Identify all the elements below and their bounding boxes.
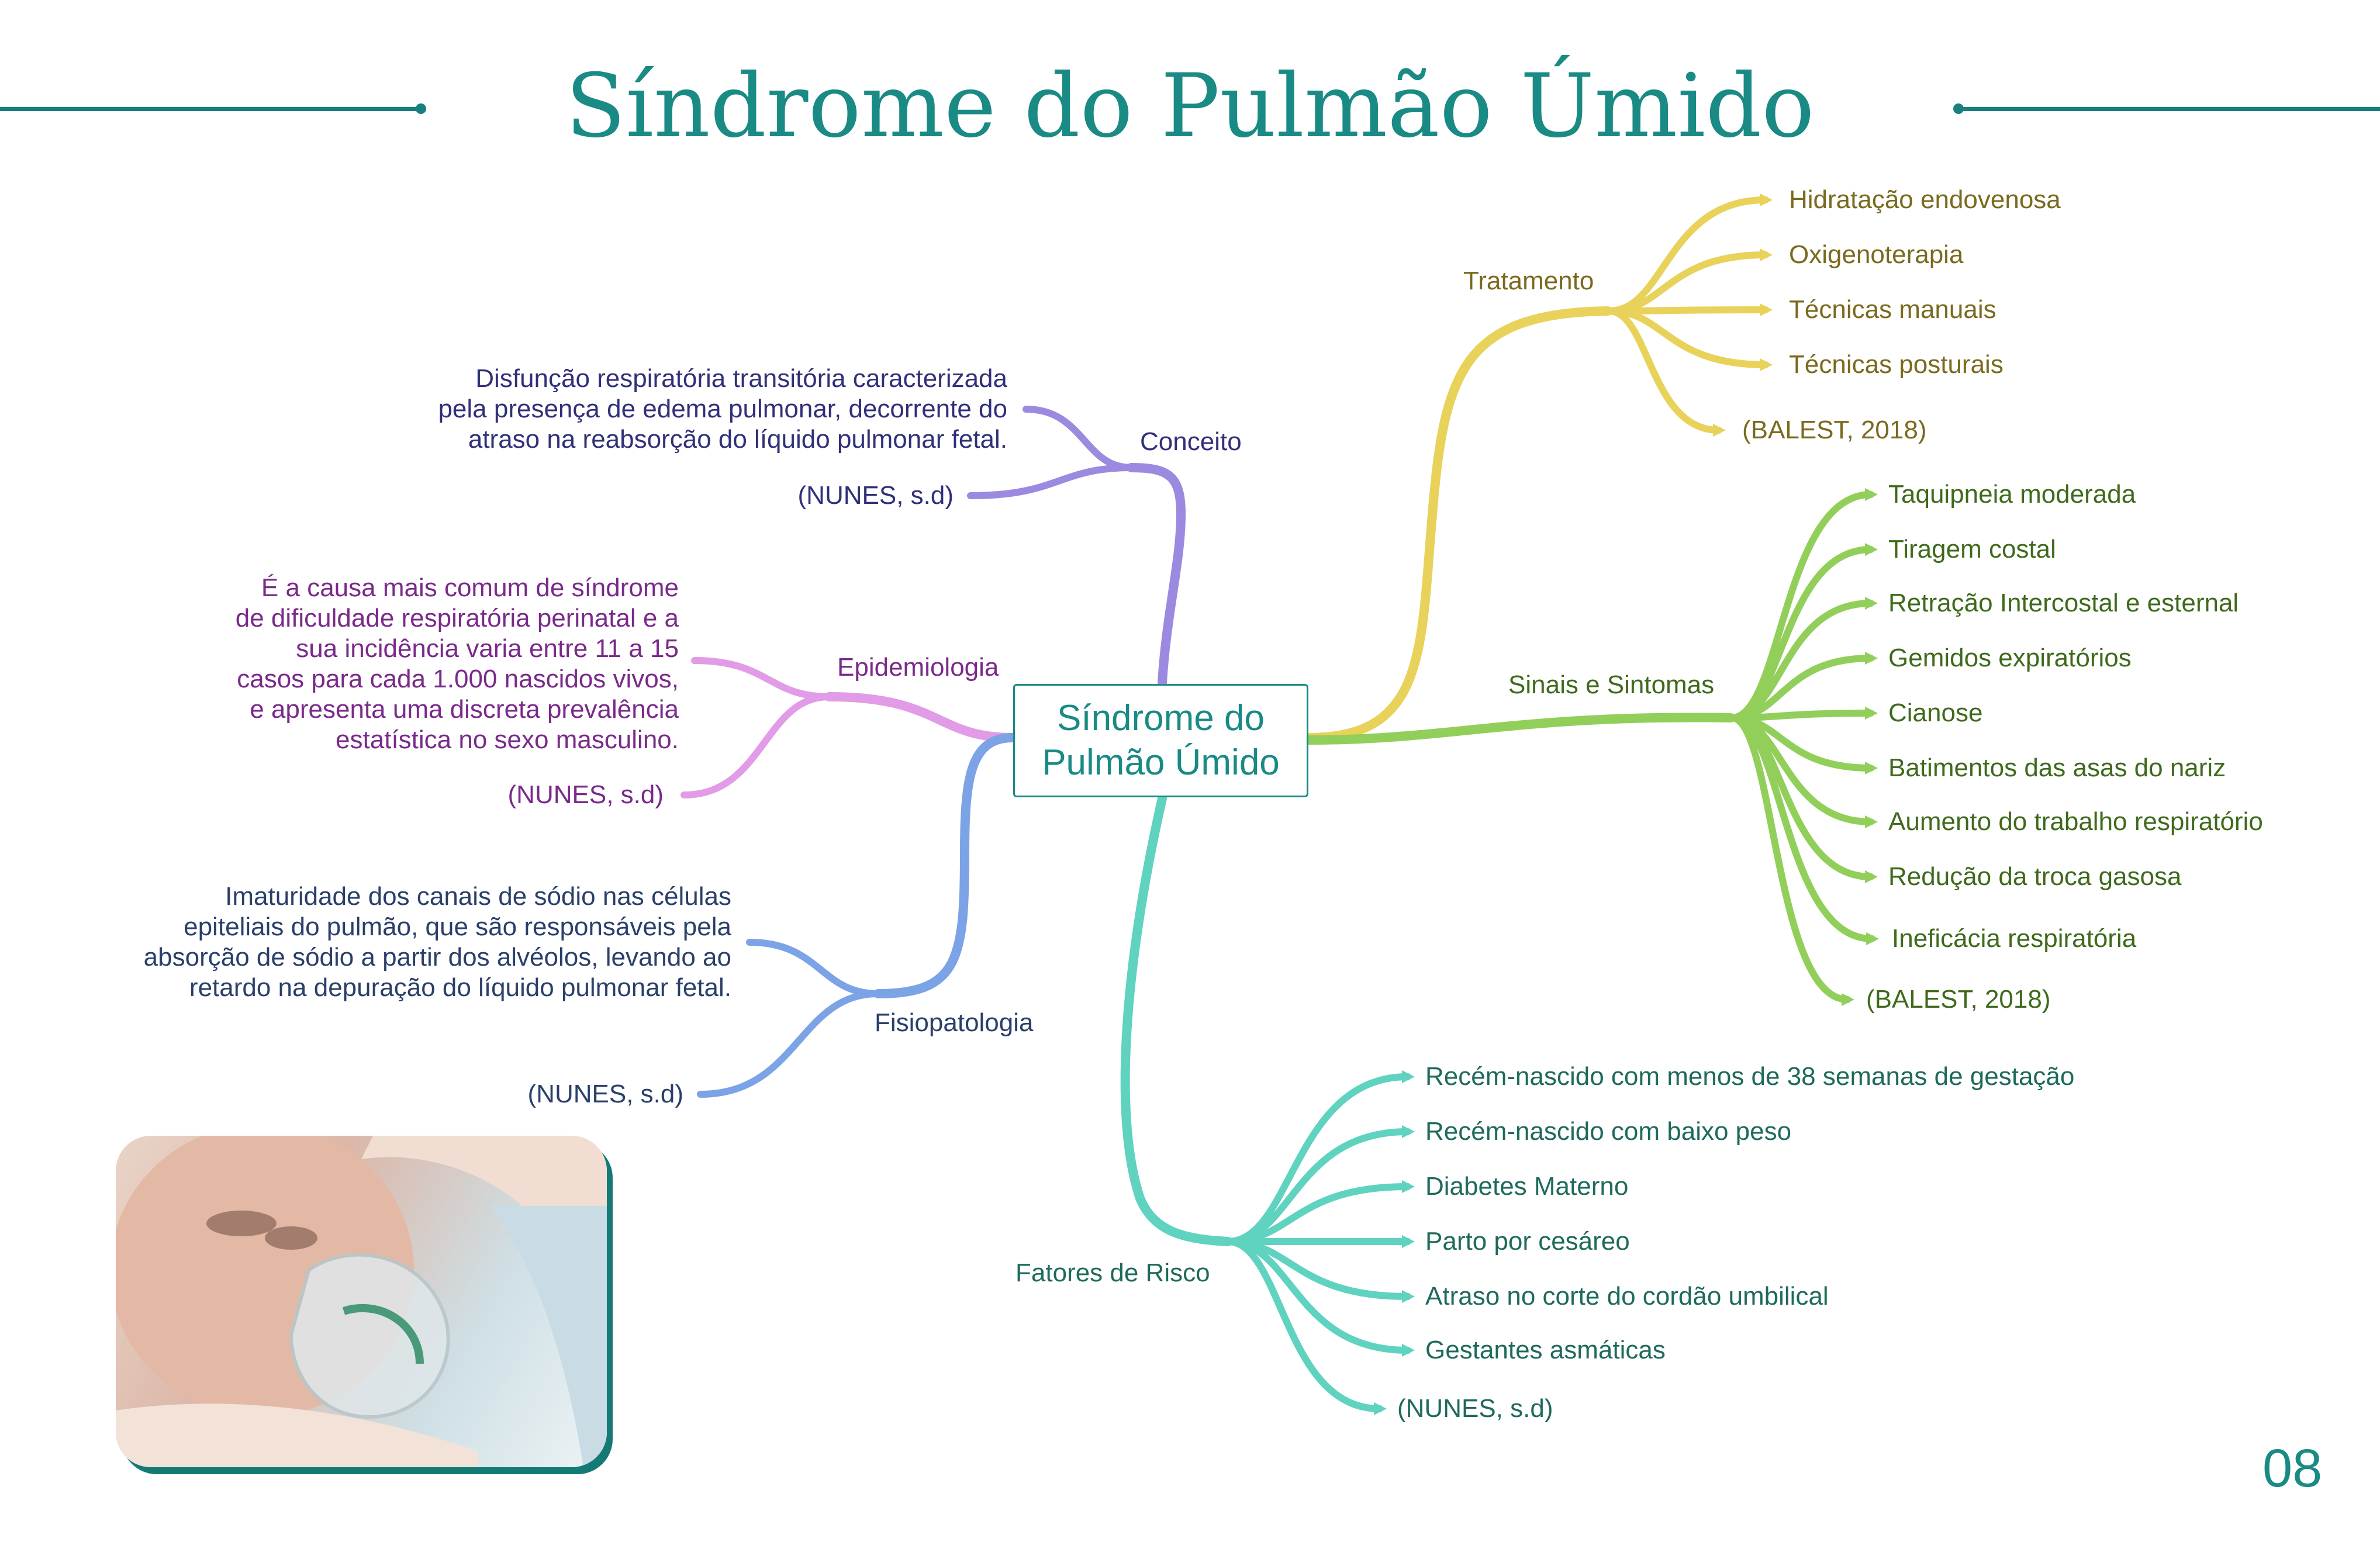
tratamento-item-arrow — [1760, 193, 1773, 206]
sinais-reference: (BALEST, 2018) — [1866, 985, 2051, 1014]
fatores-item-arrow — [1402, 1125, 1415, 1138]
page-number: 08 — [2262, 1439, 2323, 1498]
branch-label-epidemiologia[interactable]: Epidemiologia — [837, 653, 999, 682]
sinais-item-link — [1728, 714, 1851, 1003]
sinais-item-arrow — [1865, 815, 1878, 828]
fatores-item-arrow — [1402, 1235, 1415, 1248]
sinais-item-arrow — [1866, 932, 1879, 945]
sinais-item[interactable]: Taquipneia moderada — [1888, 480, 2136, 509]
tratamento-item-arrow — [1760, 303, 1773, 316]
sinais-branch — [1305, 713, 1735, 745]
sinais-item[interactable]: Redução da troca gasosa — [1888, 862, 2182, 891]
sinais-item[interactable]: Tiragem costal — [1888, 535, 2056, 563]
tratamento-item[interactable]: Hidratação endovenosa — [1789, 185, 2061, 214]
conceito-branch — [1127, 463, 1186, 687]
conceito-text: Disfunção respiratória transitória carac… — [438, 364, 1007, 454]
fatores-item-arrow — [1402, 1344, 1415, 1357]
fatores-item[interactable]: Parto por cesáreo — [1425, 1227, 1630, 1256]
tratamento-item-arrow — [1760, 248, 1773, 261]
title-rule-right — [1953, 103, 2380, 114]
fatores-reference: (NUNES, s.d) — [1397, 1394, 1553, 1423]
fatores-item-link — [1224, 1238, 1411, 1354]
sinais-item-arrow — [1842, 993, 1854, 1006]
tratamento-item[interactable]: Técnicas manuais — [1789, 295, 1996, 324]
fatores-item-arrow — [1402, 1070, 1415, 1083]
conceito-item-link — [967, 464, 1135, 499]
newborn-oxygen-mask-photo — [116, 1136, 607, 1467]
central-topic-label: Síndrome do Pulmão Úmido — [1042, 698, 1280, 783]
branch-label-sinais[interactable]: Sinais e Sintomas — [1508, 670, 1715, 699]
title-rule-left — [0, 103, 426, 114]
tratamento-branch — [1305, 306, 1612, 742]
sinais-item-arrow — [1865, 597, 1878, 610]
epidemiologia-text: É a causa mais comum de síndrome de difi… — [235, 573, 679, 754]
sinais-item-arrow — [1865, 762, 1878, 775]
central-topic[interactable]: Síndrome do Pulmão Úmido — [1013, 684, 1308, 797]
fisiopatologia-text: Imaturidade dos canais de sódio nas célu… — [143, 882, 731, 1002]
fisiopatologia-branch — [873, 733, 1017, 998]
branch-label-fatores[interactable]: Fatores de Risco — [1015, 1259, 1210, 1287]
epidemiologia-reference: (NUNES, s.d) — [507, 780, 664, 809]
fatores-item[interactable]: Recém-nascido com menos de 38 semanas de… — [1425, 1062, 2075, 1091]
sinais-item-arrow — [1865, 488, 1878, 501]
sinais-item-arrow — [1865, 870, 1878, 883]
epidemiologia-item-link — [691, 657, 833, 700]
fatores-branch — [1120, 794, 1232, 1246]
fatores-item-arrow — [1402, 1180, 1415, 1193]
sinais-item[interactable]: Gemidos expiratórios — [1888, 644, 2132, 672]
tratamento-item-link — [1605, 307, 1722, 434]
epidemiologia-item-link — [681, 693, 833, 798]
fatores-item[interactable]: Diabetes Materno — [1425, 1172, 1629, 1201]
tratamento-item-link — [1605, 307, 1769, 368]
sinais-item[interactable]: Retração Intercostal e esternal — [1888, 589, 2239, 617]
sinais-item[interactable]: Cianose — [1888, 699, 1983, 727]
fisiopatologia-reference: (NUNES, s.d) — [527, 1080, 683, 1108]
fatores-item-link — [1224, 1238, 1383, 1412]
page-title: Síndrome do Pulmão Úmido — [565, 56, 1815, 157]
tratamento-item-arrow — [1713, 424, 1726, 437]
sinais-item-arrow — [1865, 652, 1878, 665]
sinais-item-arrow — [1865, 543, 1878, 556]
branch-label-fisiopatologia[interactable]: Fisiopatologia — [875, 1008, 1034, 1037]
fatores-item-arrow — [1374, 1402, 1387, 1415]
fatores-item[interactable]: Atraso no corte do cordão umbilical — [1425, 1282, 1829, 1311]
sinais-item-arrow — [1865, 707, 1878, 720]
fatores-item[interactable]: Gestantes asmáticas — [1425, 1336, 1666, 1364]
sinais-item[interactable]: Batimentos das asas do nariz — [1888, 753, 2226, 782]
fatores-item-link — [1224, 1073, 1411, 1245]
epidemiologia-branch — [824, 692, 1017, 742]
branch-label-tratamento[interactable]: Tratamento — [1463, 267, 1594, 295]
fatores-item[interactable]: Recém-nascido com baixo peso — [1425, 1117, 1792, 1146]
conceito-item-link — [1023, 406, 1135, 471]
fisiopatologia-item-link — [697, 990, 882, 1098]
sinais-item[interactable]: Aumento do trabalho respiratório — [1888, 807, 2263, 836]
tratamento-item-link — [1605, 306, 1769, 314]
tratamento-reference: (BALEST, 2018) — [1742, 416, 1927, 444]
branch-label-conceito[interactable]: Conceito — [1140, 427, 1242, 456]
conceito-reference: (NUNES, s.d) — [797, 481, 954, 510]
fatores-item-arrow — [1402, 1290, 1415, 1303]
fisiopatologia-item-link — [746, 939, 882, 997]
tratamento-item[interactable]: Técnicas posturais — [1789, 350, 2004, 379]
tratamento-item[interactable]: Oxigenoterapia — [1789, 240, 1964, 269]
tratamento-item-arrow — [1760, 358, 1773, 371]
sinais-item[interactable]: Ineficácia respiratória — [1892, 924, 2137, 953]
sinais-item-link — [1728, 714, 1875, 942]
